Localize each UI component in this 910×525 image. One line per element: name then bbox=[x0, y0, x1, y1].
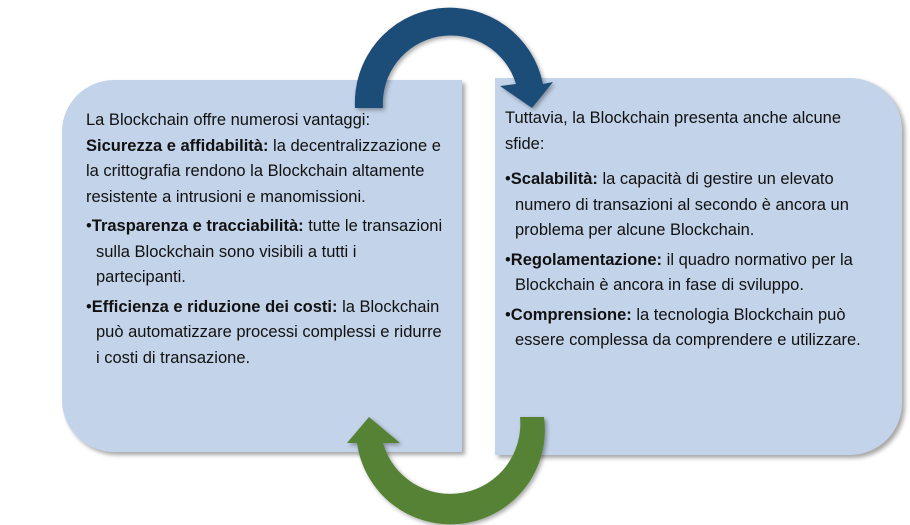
challenge-item: •Scalabilità: la capacità di gestire un … bbox=[505, 170, 849, 239]
advantages-intro: La Blockchain offre numerosi vantaggi: bbox=[86, 111, 371, 129]
challenges-box: Tuttavia, la Blockchain presenta anche a… bbox=[495, 78, 902, 455]
advantage-item: •Efficienza e riduzione dei costi: la Bl… bbox=[86, 297, 442, 367]
bottom-curved-arrow-icon bbox=[347, 417, 545, 525]
advantage-item: •Trasparenza e tracciabilità: tutte le t… bbox=[86, 217, 443, 286]
challenge-item: •Comprensione: la tecnologia Blockchain … bbox=[505, 305, 861, 350]
advantage-item: Sicurezza e affidabilità: la decentraliz… bbox=[86, 136, 441, 206]
challenge-item: •Regolamentazione: il quadro normativo p… bbox=[505, 250, 853, 295]
advantages-box: La Blockchain offre numerosi vantaggi: S… bbox=[62, 80, 462, 452]
challenges-intro: Tuttavia, la Blockchain presenta anche a… bbox=[505, 109, 842, 153]
top-curved-arrow-icon bbox=[354, 7, 553, 108]
